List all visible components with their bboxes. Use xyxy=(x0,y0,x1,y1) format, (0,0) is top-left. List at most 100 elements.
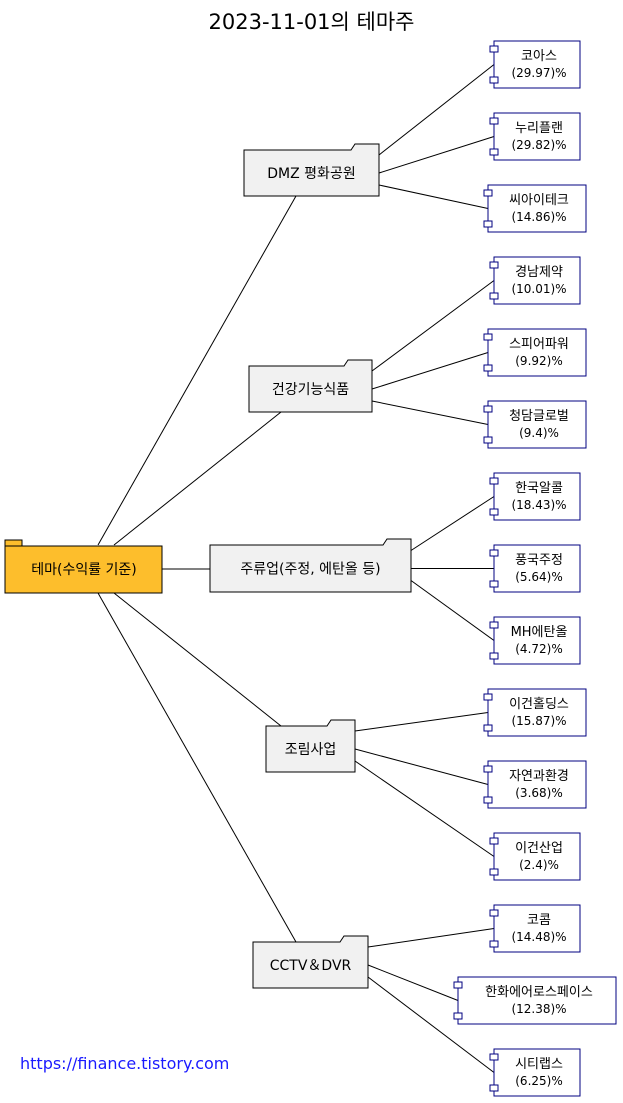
component-port-icon xyxy=(489,148,499,156)
component-port-icon xyxy=(483,333,493,341)
component-box xyxy=(493,904,581,953)
root-label: 테마(수익률 기준) xyxy=(31,562,137,578)
theme-component-link xyxy=(354,712,489,732)
theme-component-link xyxy=(354,760,495,857)
components-layer: 코아스 (29.97)% 누리플랜 (29.82)% 씨아이테크 (14.86)% 경남제약… xyxy=(453,40,617,1097)
component-port-icon xyxy=(489,1084,499,1092)
theme-component-link xyxy=(378,184,489,209)
component-node: 코아스 (29.97)% xyxy=(489,40,581,89)
stock-return: (14.86)% xyxy=(511,210,566,224)
component-port-icon xyxy=(453,1012,463,1020)
stock-name: 청담글로벌 xyxy=(509,409,569,424)
page-title: 2023-11-01의 테마주 xyxy=(208,10,415,34)
stock-name: 코콤 xyxy=(527,913,551,928)
stock-return: (4.72)% xyxy=(515,642,562,656)
theme-node: CCTV＆DVR xyxy=(252,935,369,989)
stock-name: 씨아이테크 xyxy=(509,193,569,208)
component-box xyxy=(457,976,617,1025)
component-port-icon xyxy=(489,45,499,53)
stock-name: 시티랩스 xyxy=(515,1057,563,1072)
stock-return: (18.43)% xyxy=(511,498,566,512)
theme-node: 건강기능식품 xyxy=(248,359,373,413)
root-theme-link xyxy=(113,411,282,546)
component-port-icon xyxy=(483,693,493,701)
stock-return: (3.68)% xyxy=(515,786,562,800)
theme-node: 조림사업 xyxy=(265,719,356,773)
component-port-icon xyxy=(489,837,499,845)
component-node: 스피어파워(9.92)% xyxy=(483,328,587,377)
component-port-icon xyxy=(489,508,499,516)
theme-label: 조림사업 xyxy=(285,742,337,758)
root-theme-link xyxy=(113,592,282,727)
component-port-icon xyxy=(483,796,493,804)
stock-return: (14.48)% xyxy=(511,930,566,944)
component-box xyxy=(487,760,587,809)
component-node: 이건홀딩스 (15.87)% xyxy=(483,688,587,737)
component-box xyxy=(493,1048,581,1097)
stock-name: 이건홀딩스 xyxy=(509,697,569,712)
component-port-icon xyxy=(489,621,499,629)
component-port-icon xyxy=(489,549,499,557)
stock-return: (2.4)% xyxy=(519,858,559,872)
component-port-icon xyxy=(489,261,499,269)
component-node: 경남제약 (10.01)% xyxy=(489,256,581,305)
component-node: 코콤 (14.48)% xyxy=(489,904,581,953)
stock-name: 자연과환경 xyxy=(509,769,569,784)
stock-return: (6.25)% xyxy=(515,1074,562,1088)
theme-folder-shape xyxy=(252,935,369,989)
component-port-icon xyxy=(489,1053,499,1061)
component-port-icon xyxy=(489,580,499,588)
component-box xyxy=(487,328,587,377)
component-box xyxy=(493,256,581,305)
component-port-icon xyxy=(489,652,499,660)
theme-component-link xyxy=(367,976,495,1073)
stock-return: (9.4)% xyxy=(519,426,559,440)
theme-label: 건강기능식품 xyxy=(272,382,349,398)
component-node: 누리플랜 (29.82)% xyxy=(489,112,581,161)
stock-return: (12.38)% xyxy=(511,1002,566,1016)
stock-return: (15.87)% xyxy=(511,714,566,728)
component-node: 시티랩스 (6.25)% xyxy=(489,1048,581,1097)
stock-name: 코아스 xyxy=(521,49,557,64)
source-link[interactable]: https://finance.tistory.com xyxy=(20,1054,230,1073)
stock-name: 누리플랜 xyxy=(515,121,563,136)
component-node: 청담글로벌 (9.4)% xyxy=(483,400,587,449)
component-port-icon xyxy=(483,405,493,413)
stock-return: (29.97)% xyxy=(511,66,566,80)
stock-name: 경남제약 xyxy=(515,265,563,280)
theme-label: DMZ 평화공원 xyxy=(267,166,355,182)
component-node: MH에탄올(4.72)% xyxy=(489,616,581,665)
stock-name: 스피어파워 xyxy=(509,337,569,352)
component-box xyxy=(487,688,587,737)
theme-folder-shape xyxy=(265,719,356,773)
component-box xyxy=(487,184,587,233)
theme-label: CCTV＆DVR xyxy=(270,958,352,974)
component-box xyxy=(493,544,581,593)
theme-component-link xyxy=(367,964,459,1001)
root-theme-link xyxy=(97,195,297,546)
stock-name: 한국알콜 xyxy=(515,481,563,496)
stock-name: 이건산업 xyxy=(515,841,563,856)
component-port-icon xyxy=(483,436,493,444)
component-port-icon xyxy=(489,117,499,125)
stock-name: 풍국주정 xyxy=(515,553,563,568)
stock-return: (10.01)% xyxy=(511,282,566,296)
component-box xyxy=(493,112,581,161)
theme-node: DMZ 평화공원 xyxy=(243,143,380,197)
component-box xyxy=(493,616,581,665)
component-box xyxy=(493,832,581,881)
theme-component-link xyxy=(367,928,495,948)
stock-return: (29.82)% xyxy=(511,138,566,152)
component-node: 이건산업 (2.4)% xyxy=(489,832,581,881)
component-port-icon xyxy=(483,765,493,773)
theme-component-link xyxy=(354,748,489,785)
theme-folder-shape xyxy=(248,359,373,413)
root-node: 테마(수익률 기준) xyxy=(4,539,163,594)
theme-component-link xyxy=(371,280,495,372)
component-port-icon xyxy=(453,981,463,989)
component-port-icon xyxy=(483,364,493,372)
component-box xyxy=(493,40,581,89)
theme-component-link xyxy=(378,136,495,174)
component-node: 풍국주정(5.64)% xyxy=(489,544,581,593)
